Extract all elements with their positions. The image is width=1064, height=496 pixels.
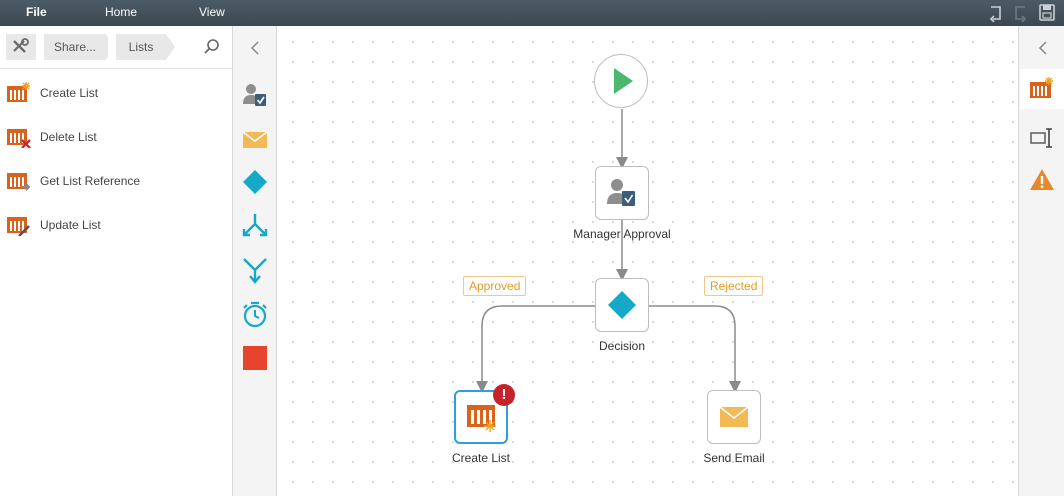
list-item-get-list-reference[interactable]: Get List Reference xyxy=(0,163,232,199)
breadcrumb-home[interactable] xyxy=(6,34,36,60)
rejected-branch-label[interactable]: Rejected xyxy=(704,276,764,296)
approved-branch-label[interactable]: Approved xyxy=(463,276,527,296)
create-list-node[interactable] xyxy=(454,390,508,444)
merge-icon[interactable] xyxy=(241,256,269,284)
decision-icon[interactable] xyxy=(241,168,269,196)
end-icon[interactable] xyxy=(241,344,269,372)
redo-icon[interactable] xyxy=(1011,2,1031,22)
toolbox xyxy=(233,26,277,496)
send-email-label: Send Email xyxy=(703,451,765,465)
input-field-icon[interactable] xyxy=(1028,124,1056,152)
warning-icon[interactable] xyxy=(1028,166,1056,194)
error-badge-icon[interactable]: ! xyxy=(493,384,515,406)
create-list-icon xyxy=(467,405,496,432)
top-menu-bar: File Home View xyxy=(0,0,1064,26)
connectors xyxy=(476,109,741,393)
create-list-label: Create List xyxy=(451,451,511,465)
collapse-left-icon[interactable] xyxy=(247,40,263,56)
decision-label: Decision xyxy=(598,339,646,353)
delete-list-icon xyxy=(7,129,31,148)
properties-panel xyxy=(1018,26,1064,496)
list-item-update-list[interactable]: Update List xyxy=(0,207,232,243)
list-item-label: Create List xyxy=(40,86,99,100)
breadcrumb-item-lists[interactable]: Lists xyxy=(116,34,166,60)
timer-icon[interactable] xyxy=(241,300,269,328)
decision-icon xyxy=(608,291,636,319)
create-list-icon xyxy=(7,82,30,102)
breadcrumb-item-share[interactable]: Share... xyxy=(44,34,106,60)
list-item-label: Get List Reference xyxy=(40,174,141,188)
create-list-properties-tab[interactable] xyxy=(1020,69,1064,109)
list-item-label: Update List xyxy=(40,218,101,232)
manager-approval-node[interactable] xyxy=(595,166,649,220)
search-icon[interactable] xyxy=(203,38,221,56)
tools-icon xyxy=(13,38,29,53)
split-icon[interactable] xyxy=(241,212,269,240)
menu-home[interactable]: Home xyxy=(105,5,138,19)
list-item-label: Delete List xyxy=(40,130,97,144)
start-node[interactable] xyxy=(594,54,648,108)
manager-approval-label: Manager Approval xyxy=(573,227,671,241)
menu-view[interactable]: View xyxy=(199,5,225,19)
workflow-canvas[interactable]: Manager Approval Decision Approved Rejec… xyxy=(277,26,1018,496)
list-item-create-list[interactable]: Create List xyxy=(0,75,232,111)
email-icon[interactable] xyxy=(241,126,269,154)
play-icon xyxy=(614,68,633,94)
send-email-node[interactable] xyxy=(707,390,761,444)
breadcrumb: Share... Lists xyxy=(0,26,232,69)
actions-panel: Share... Lists Create List Delete List xyxy=(0,26,233,496)
get-list-reference-icon xyxy=(7,173,31,191)
collapse-right-icon[interactable] xyxy=(1035,40,1051,56)
list-item-delete-list[interactable]: Delete List xyxy=(0,119,232,155)
menu-file[interactable]: File xyxy=(26,5,47,19)
undo-icon[interactable] xyxy=(985,2,1005,22)
email-icon xyxy=(719,406,749,427)
update-list-icon xyxy=(7,217,30,236)
user-task-icon xyxy=(607,179,635,206)
user-task-icon[interactable] xyxy=(241,82,269,110)
decision-node[interactable] xyxy=(595,278,649,332)
save-icon[interactable] xyxy=(1037,2,1057,22)
create-list-properties-icon xyxy=(1030,77,1053,98)
